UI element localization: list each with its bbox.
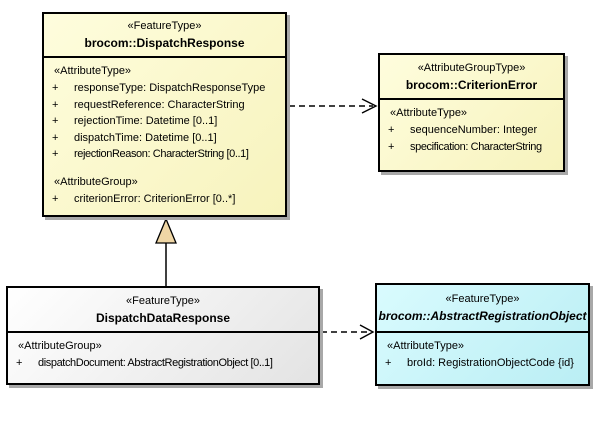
attributes-compartment: «AttributeType» + responseType: Dispatch… <box>44 58 285 209</box>
class-box-abstractregistrationobject[interactable]: «FeatureType» brocom::AbstractRegistrati… <box>375 283 590 386</box>
visibility-symbol: + <box>16 357 23 369</box>
attribute-row: + rejectionReason: CharacterString [0..1… <box>50 146 283 163</box>
stereotype-label: «FeatureType» <box>127 20 202 32</box>
section-header: «AttributeGroup» <box>18 340 102 352</box>
visibility-symbol: + <box>52 82 59 94</box>
stereotype-label: «AttributeGroupType» <box>417 61 526 74</box>
stereotype-label: «FeatureType» <box>445 293 520 305</box>
attribute-row: + criterionError: CriterionError [0..*] <box>50 191 283 208</box>
attribute-text: dispatchTime: Datetime [0..1] <box>74 131 217 144</box>
class-header: «FeatureType» DispatchDataResponse <box>8 288 318 333</box>
class-header: «FeatureType» brocom::DispatchResponse <box>44 14 285 58</box>
dependency-connector-criterionerror[interactable] <box>289 98 378 114</box>
attributes-compartment: «AttributeGroup» + dispatchDocument: Abs… <box>8 333 318 374</box>
attribute-text: broId: RegistrationObjectCode {id} <box>407 357 574 369</box>
attribute-row: + dispatchDocument: AbstractRegistration… <box>14 355 316 372</box>
class-box-criterionerror[interactable]: «AttributeGroupType» brocom::CriterionEr… <box>378 53 565 172</box>
stereotype-label: «FeatureType» <box>126 294 200 307</box>
section-header: «AttributeGroup» <box>54 175 138 188</box>
attribute-row: + requestReference: CharacterString <box>50 97 283 114</box>
class-name: brocom::AbstractRegistrationObject <box>378 309 587 323</box>
attribute-row: + broId: RegistrationObjectCode {id} <box>383 355 586 372</box>
class-name: brocom::CriterionError <box>405 77 538 92</box>
class-name: brocom::DispatchResponse <box>84 36 245 50</box>
attribute-row: + dispatchTime: Datetime [0..1] <box>50 130 283 147</box>
attribute-text: criterionError: CriterionError [0..*] <box>74 192 236 205</box>
attribute-row: + sequenceNumber: Integer <box>386 122 561 139</box>
visibility-symbol: + <box>52 131 59 144</box>
section-gap <box>50 163 283 174</box>
class-box-dispatchresponse[interactable]: «FeatureType» brocom::DispatchResponse «… <box>42 12 287 217</box>
attribute-text: dispatchDocument: AbstractRegistrationOb… <box>38 357 273 369</box>
section-header: «AttributeType» <box>54 65 132 77</box>
visibility-symbol: + <box>388 124 395 136</box>
class-box-dispatchdataresponse[interactable]: «FeatureType» DispatchDataResponse «Attr… <box>6 286 320 385</box>
visibility-symbol: + <box>52 148 59 160</box>
visibility-symbol: + <box>52 98 59 111</box>
visibility-symbol: + <box>385 357 392 369</box>
attribute-text: responseType: DispatchResponseType <box>74 82 266 94</box>
section-header: «AttributeType» <box>390 107 468 119</box>
dependency-connector-abstractregistrationobject[interactable] <box>321 324 375 340</box>
section-header: «AttributeType» <box>387 340 465 352</box>
class-name: DispatchDataResponse <box>95 310 231 325</box>
attribute-row: + specification: CharacterString <box>386 139 561 156</box>
attribute-text: sequenceNumber: Integer <box>410 124 538 136</box>
attribute-row: + rejectionTime: Datetime [0..1] <box>50 113 283 130</box>
attribute-text: specification: CharacterString <box>410 140 542 153</box>
visibility-symbol: + <box>52 115 59 127</box>
attribute-text: requestReference: CharacterString <box>74 98 245 111</box>
class-header: «FeatureType» brocom::AbstractRegistrati… <box>377 285 588 333</box>
attribute-text: rejectionTime: Datetime [0..1] <box>74 115 218 127</box>
visibility-symbol: + <box>388 140 395 153</box>
class-header: «AttributeGroupType» brocom::CriterionEr… <box>380 55 563 100</box>
attributes-compartment: «AttributeType» + broId: RegistrationObj… <box>377 333 588 374</box>
attribute-row: + responseType: DispatchResponseType <box>50 80 283 97</box>
visibility-symbol: + <box>52 192 59 205</box>
generalization-connector[interactable] <box>155 217 177 286</box>
attributes-compartment: «AttributeType» + sequenceNumber: Intege… <box>380 100 563 157</box>
attribute-text: rejectionReason: CharacterString [0..1] <box>74 148 249 160</box>
